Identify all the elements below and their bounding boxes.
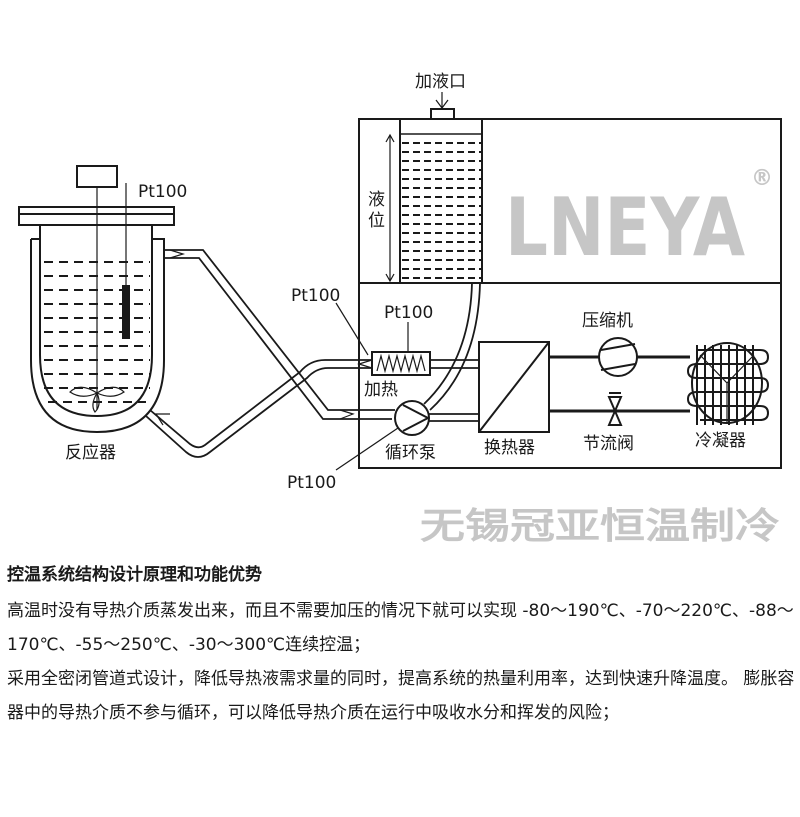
fill-port-label: 加液口 [415,72,466,92]
reactor [18,165,175,434]
heater-coil-icon [376,353,426,374]
circulation-pump-icon [394,400,431,436]
return-pipe [145,359,372,458]
impeller-icon [69,386,125,413]
description-paragraph: 采用全密闭管道式设计，降低导热液需求量的同时，提高系统的热量利用率，达到快速升降… [7,669,795,723]
pump-label: 循环泵 [385,443,436,463]
pt100-leader-lines [335,302,409,471]
level-label-2: 位 [368,211,385,231]
heater [371,351,431,376]
outlet-pt100-label: Pt100 [291,286,340,306]
reactor-vessel [39,225,153,418]
heater-label: 加热 [364,380,398,400]
watermark-brand: LNEYA [505,181,745,274]
watermark-registered: ® [751,166,773,191]
throttle-valve-label: 节流阀 [583,434,634,454]
reactor-pt100-sensor [122,285,130,339]
watermark: LNEYA ® 无锡冠亚恒温制冷 [420,166,780,547]
reactor-jacket [30,238,165,434]
condenser-icon [686,342,770,425]
fill-arrow-icon [435,92,449,109]
condenser-label: 冷凝器 [695,431,746,451]
description-section: 控温系统结构设计原理和功能优势 高温时没有导热介质蒸发出来，而且不需要加压的情况… [7,560,797,730]
heater-pt100-label: Pt100 [384,303,433,323]
reactor-label: 反应器 [65,443,116,463]
heat-exchanger-label: 换热器 [484,438,535,458]
compressor-label: 压缩机 [582,311,633,331]
watermark-company: 无锡冠亚恒温制冷 [420,506,780,547]
compressor-icon [598,337,638,377]
throttle-valve-icon [607,392,623,426]
temperature-control-system-diagram: LNEYA ® 无锡冠亚恒温制冷 [18,72,782,547]
flow-arrow-icons [154,249,373,426]
outlet-pipe [164,249,395,420]
reactor-pt100-label: Pt100 [138,182,187,202]
tank-to-pump-pipe [423,282,473,405]
level-arrow-icon [385,133,395,283]
description-paragraph: 高温时没有导热介质蒸发出来，而且不需要加压的情况下就可以实现 -80～190℃、… [7,601,794,655]
pump-pt100-label: Pt100 [287,473,336,493]
fill-port-nozzle [430,108,455,120]
level-label-1: 液 [368,190,385,210]
motor-box [76,165,118,188]
unit-cabinet [358,118,782,469]
description-title: 控温系统结构设计原理和功能优势 [7,565,262,585]
expansion-tank [399,108,483,283]
